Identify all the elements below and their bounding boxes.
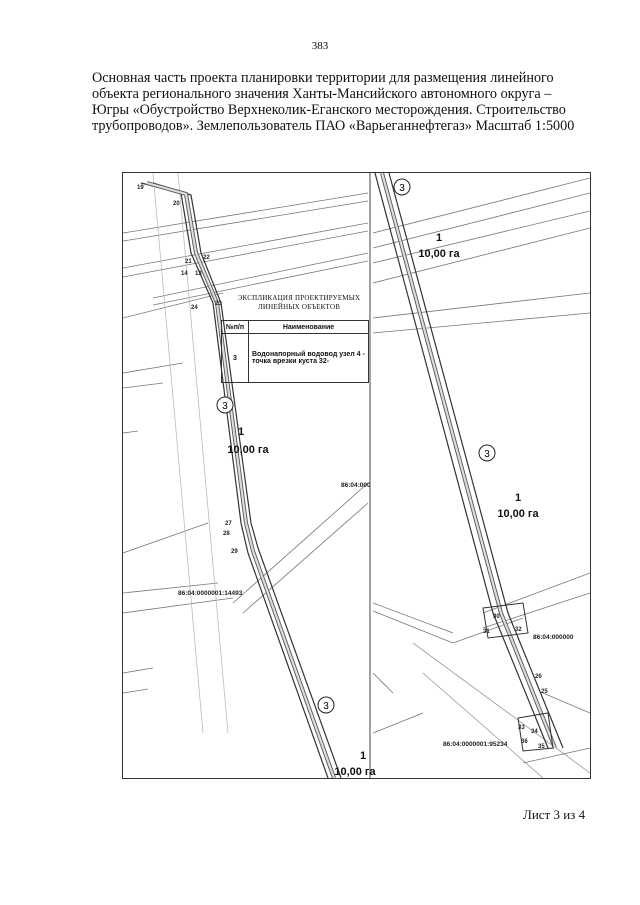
title-line: Основная часть проекта планировки террит… bbox=[92, 70, 554, 86]
point-label: 21 bbox=[185, 259, 192, 265]
point-label: 19 bbox=[137, 185, 144, 191]
legend-title-line: ЛИНЕЙНЫХ ОБЪЕКТОВ bbox=[257, 303, 341, 311]
plot-area: 10,00 га bbox=[334, 766, 376, 778]
legend-title: ЭКСПЛИКАЦИЯ ПРОЕКТИРУЕМЫХ ЛИНЕЙНЫХ ОБЪЕК… bbox=[219, 294, 379, 312]
point-label: 30 bbox=[493, 614, 500, 620]
plot-area: 10,00 га bbox=[418, 248, 460, 260]
page-number: 383 bbox=[311, 40, 329, 52]
title-line: объекта регионального значения Ханты-Ман… bbox=[92, 86, 552, 102]
object-marker: 3 bbox=[216, 396, 234, 414]
object-marker-label: 3 bbox=[399, 183, 405, 194]
plot-area: 10,00 га bbox=[227, 444, 269, 456]
object-marker: 3 bbox=[478, 444, 496, 462]
legend-table: №п/п Наименование 3 Водонапорный водовод… bbox=[221, 320, 369, 383]
object-marker: 3 bbox=[393, 178, 411, 196]
point-label: 34 bbox=[531, 729, 538, 735]
legend-header-num: №п/п bbox=[221, 320, 249, 334]
legend-cell-name: Водонапорный водовод узел 4 - точка врез… bbox=[248, 333, 369, 383]
map-drawing: 19 20 21 22 13 14 23 24 25 26 27 28 29 3… bbox=[123, 173, 590, 778]
cadastre-label: 86:04:0000001:14493 bbox=[178, 590, 243, 597]
point-label: 25 bbox=[541, 689, 548, 695]
cadastre-label: 86:04:000000 bbox=[533, 634, 574, 641]
point-label: 27 bbox=[225, 521, 232, 527]
object-marker-label: 3 bbox=[222, 401, 228, 412]
plot-area: 10,00 га bbox=[497, 508, 539, 520]
object-marker-label: 3 bbox=[323, 701, 329, 712]
document-title: Основная часть проекта планировки террит… bbox=[92, 70, 592, 134]
object-marker: 3 bbox=[317, 696, 335, 714]
point-label: 26 bbox=[535, 674, 542, 680]
legend-cell-num: 3 bbox=[221, 333, 249, 383]
point-label: 31 bbox=[483, 629, 490, 635]
plot-number: 1 bbox=[360, 750, 366, 762]
point-label: 23 bbox=[215, 301, 222, 307]
point-label: 35 bbox=[538, 744, 545, 750]
point-label: 24 bbox=[191, 305, 198, 311]
point-label: 36 bbox=[521, 739, 528, 745]
legend-header-name: Наименование bbox=[248, 320, 369, 334]
cadastre-label: 86:04:000 bbox=[341, 482, 371, 489]
title-line: Югры «Обустройство Верхнеколик-Еганского… bbox=[92, 102, 566, 118]
point-label: 29 bbox=[231, 549, 238, 555]
point-label: 33 bbox=[518, 725, 525, 731]
legend-title-line: ЭКСПЛИКАЦИЯ ПРОЕКТИРУЕМЫХ bbox=[237, 294, 361, 302]
title-line: трубопроводов». Землепользователь ПАО «В… bbox=[92, 118, 575, 134]
point-label: 28 bbox=[223, 531, 230, 537]
map-frame: 19 20 21 22 13 14 23 24 25 26 27 28 29 3… bbox=[122, 172, 591, 779]
point-label: 22 bbox=[203, 255, 210, 261]
point-label: 20 bbox=[173, 201, 180, 207]
sheet-label: Лист 3 из 4 bbox=[523, 807, 586, 822]
plot-number: 1 bbox=[436, 232, 442, 244]
cadastre-label: 86:04:0000001:95234 bbox=[443, 741, 508, 748]
point-label: 14 bbox=[181, 271, 188, 277]
plot-number: 1 bbox=[515, 492, 521, 504]
plot-number: 1 bbox=[238, 426, 244, 438]
object-marker-label: 3 bbox=[484, 449, 490, 460]
point-label: 13 bbox=[195, 271, 202, 277]
point-label: 32 bbox=[515, 627, 522, 633]
legend-row: 3 Водонапорный водовод узел 4 - точка вр… bbox=[221, 333, 369, 383]
